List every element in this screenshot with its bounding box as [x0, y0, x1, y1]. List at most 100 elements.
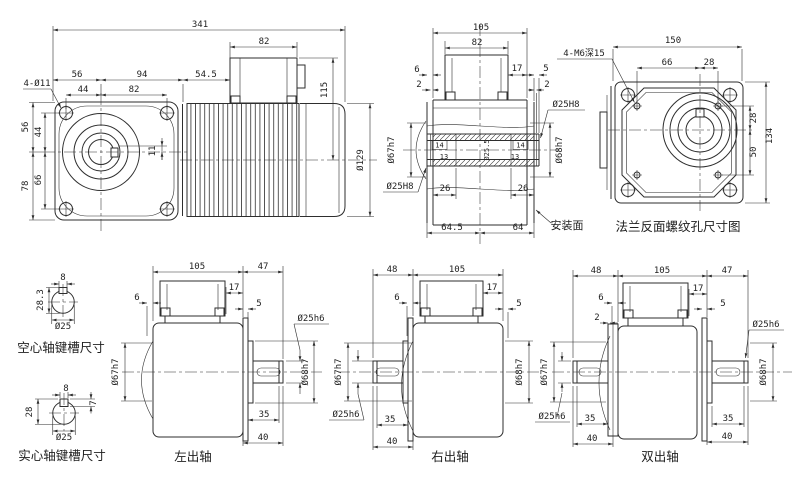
dim-right-40: 40: [387, 437, 398, 447]
dim-hollow-28_3: 28.3: [36, 289, 46, 311]
dim-front-129: Ø129: [355, 149, 366, 171]
double-output-caption: 双出轴: [641, 449, 679, 464]
dim-right-68h7: Ø68h7: [514, 358, 525, 385]
dim-left-67h7: Ø67h7: [110, 358, 121, 385]
dim-right-17: 17: [487, 283, 498, 293]
dim-dual-48: 48: [591, 266, 602, 276]
dim-front-341: 341: [192, 20, 208, 30]
double-output-view: 48 105 47 17 6 2 5 Ø25h6 Ø68h7 Ø67h7 Ø25…: [535, 266, 792, 464]
dim-sect-64_5: 64.5: [441, 223, 463, 233]
dim-left-40: 40: [258, 433, 269, 443]
dim-flange-66: 66: [662, 58, 673, 68]
right-output-caption: 右出轴: [431, 449, 469, 464]
dim-front-11: 11: [148, 146, 158, 157]
dim-front-56b: 56: [21, 122, 31, 133]
dim-dual-17: 17: [693, 284, 704, 294]
dim-right-105: 105: [449, 265, 465, 275]
label-m6-holes: 4-M6深15: [563, 48, 605, 59]
dim-hollow-25: Ø25: [55, 321, 71, 332]
left-output-caption: 左出轴: [174, 449, 212, 464]
dim-flange-50: 50: [749, 147, 759, 158]
dim-sect-6: 6: [414, 65, 419, 75]
dim-front-94: 94: [137, 70, 148, 80]
dim-sect-2l: 2: [416, 80, 421, 90]
dim-dual-35-left: 35: [585, 414, 596, 424]
dim-sect-64: 64: [513, 223, 524, 233]
dim-dual-105: 105: [654, 266, 670, 276]
dim-left-25h6: Ø25h6: [297, 313, 324, 324]
dim-front-82b: 82: [129, 85, 140, 95]
label-bore-left: Ø25H8: [386, 181, 413, 192]
dim-sect-14r: 14: [516, 142, 524, 150]
left-output-view: 105 47 17 6 5 Ø25h6 Ø67h7 Ø68h7 35 40 左出…: [110, 262, 329, 464]
dim-dual-35-right: 35: [723, 414, 734, 424]
dim-dual-40-left: 40: [587, 434, 598, 444]
flange-caption: 法兰反面螺纹孔尺寸图: [615, 220, 740, 234]
dim-left-68h7: Ø68h7: [300, 358, 311, 385]
flange-view: 150 66 28 28 50 134 法兰反面螺纹孔尺寸图: [599, 36, 775, 234]
dim-front-115: 115: [320, 82, 330, 98]
label-mounting-face: 安装面: [551, 218, 584, 232]
dim-dual-47: 47: [722, 266, 733, 276]
dim-front-54_5: 54.5: [195, 70, 217, 80]
dim-solid-8: 8: [63, 384, 68, 394]
solid-keyway-view: 8 7 28 Ø25 实心轴键槽尺寸: [18, 384, 106, 463]
dim-dual-25h6-right: Ø25h6: [752, 319, 779, 330]
dim-right-25h6: Ø25h6: [332, 409, 359, 420]
dim-right-5: 5: [516, 299, 521, 309]
dim-flange-28r: 28: [749, 113, 759, 124]
dim-flange-150: 150: [665, 36, 681, 46]
hollow-keyway-caption: 空心轴键槽尺寸: [17, 340, 105, 355]
dim-right-48: 48: [387, 265, 398, 275]
dim-flange-28t: 28: [704, 58, 715, 68]
terminal-box-front: [444, 54, 509, 101]
dim-sect-67h7: Ø67h7: [386, 136, 397, 163]
dim-front-66: 66: [34, 175, 44, 186]
dim-sect-17: 17: [512, 64, 523, 74]
dim-solid-28: 28: [25, 407, 35, 418]
dim-left-35: 35: [259, 410, 270, 420]
dim-solid-7: 7: [89, 400, 99, 405]
dim-sect-26r: 26: [518, 184, 529, 194]
dim-front-44a: 44: [78, 85, 89, 95]
dim-flange-134: 134: [765, 128, 775, 144]
dim-dual-68h7: Ø68h7: [758, 358, 769, 385]
dim-front-44b: 44: [34, 127, 44, 138]
right-output-view: 48 105 17 6 5 Ø67h7 Ø25h6 Ø68h7 35 40 右出…: [329, 265, 540, 464]
dim-front-82-top: 82: [259, 37, 270, 47]
dim-sect-105: 105: [473, 23, 489, 33]
dim-right-35: 35: [385, 415, 396, 425]
hollow-keyway-view: 8 28.3 Ø25 空心轴键槽尺寸: [17, 273, 105, 355]
dim-left-5: 5: [256, 299, 261, 309]
dim-front-56a: 56: [72, 70, 83, 80]
dim-left-47: 47: [258, 262, 269, 272]
dim-sect-14l: 14: [435, 142, 443, 150]
label-bore-right: Ø25H8: [552, 99, 579, 110]
dim-left-105: 105: [189, 262, 205, 272]
dim-dual-25h6-left: Ø25h6: [538, 411, 565, 422]
dim-left-17: 17: [229, 283, 240, 293]
dim-dual-6: 6: [598, 293, 603, 303]
motor-ribs: [186, 103, 300, 217]
label-bolt-holes: 4-Ø11: [23, 78, 50, 89]
dim-sect-68h7: Ø68h7: [554, 136, 565, 163]
dim-hollow-8: 8: [60, 273, 65, 283]
dim-dual-40-right: 40: [722, 432, 733, 442]
dim-dual-2: 2: [594, 313, 599, 323]
dim-dual-67h7: Ø67h7: [539, 358, 550, 385]
dim-sect-2r: 2: [544, 80, 549, 90]
front-view: 341 82 115 56 94 54.5 44 82 4-Ø11 56 78 …: [21, 20, 377, 234]
dim-dual-5: 5: [720, 299, 725, 309]
dim-sect-13r: 13: [511, 153, 519, 161]
dim-front-78: 78: [21, 181, 31, 192]
dim-right-67h7: Ø67h7: [333, 358, 344, 385]
dim-sect-13l: 13: [440, 153, 448, 161]
dim-sect-26l: 26: [440, 184, 451, 194]
dim-sect-82: 82: [472, 38, 483, 48]
dim-sect-5: 5: [543, 64, 548, 74]
dim-left-6: 6: [134, 293, 139, 303]
solid-keyway-caption: 实心轴键槽尺寸: [18, 448, 106, 463]
section-view: 14 14 13 13 Ø25.5 105 82 6 2 17 5 2 Ø25H…: [383, 23, 635, 244]
